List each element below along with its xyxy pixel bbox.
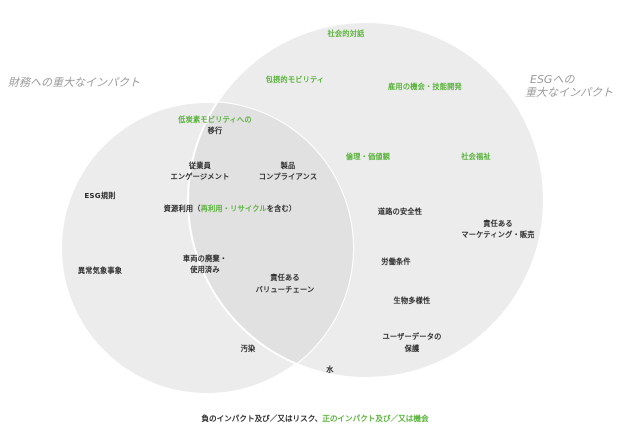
- financial-impact-title: 財務への重大なインパクト: [8, 76, 140, 89]
- vehicle-disposal-label-line1: 車両の廃棄・: [182, 254, 228, 263]
- inclusive-mobility-label: 包摂的モビリティ: [265, 75, 325, 84]
- social-welfare-label: 社会福祉: [461, 152, 491, 161]
- responsible-value-chain-label-line2: バリューチェーン: [255, 285, 315, 294]
- pollution-label: 汚染: [240, 344, 256, 353]
- product-compliance-label-line2: コンプライアンス: [258, 172, 318, 181]
- esg-impact-circle-outline: [187, 102, 353, 379]
- responsible-marketing-label-line1: 責任ある: [483, 219, 513, 228]
- biodiversity-label: 生物多様性: [393, 296, 431, 305]
- legend-positive: 正のインパクト及び／又は機会: [322, 414, 429, 423]
- low-carbon-mobility-label-line2: 移行: [207, 126, 223, 135]
- low-carbon-mobility-label-line1: 低炭素モビリティへの: [178, 115, 252, 124]
- esg-impact-title-line1: ESGへの: [530, 73, 575, 86]
- employee-engagement-label-line1: 従業員: [188, 161, 212, 170]
- esg-impact-title-line2: 重大なインパクト: [525, 86, 613, 99]
- extreme-weather-label: 異常気象事象: [77, 266, 123, 275]
- legend: 負のインパクト及び／又はリスク、正のインパクト及び／又は機会: [0, 413, 630, 424]
- ethics-values-label: 倫理・価値観: [345, 152, 391, 161]
- resource-use-green: 再利用・リサイクル: [200, 204, 267, 213]
- resource-use-prefix: 資源利用（: [163, 204, 201, 213]
- product-compliance-label-line1: 製品: [280, 161, 296, 170]
- esg-regulation-label: ESG規則: [84, 191, 116, 200]
- employment-skills-label: 雇用の機会・技能開発: [388, 82, 462, 91]
- water-label: 水: [326, 365, 334, 374]
- user-data-protection-label-line1: ユーザーデータの: [382, 332, 442, 341]
- vehicle-disposal-label-line2: 使用済み: [190, 265, 220, 274]
- user-data-protection-label-line2: 保護: [404, 344, 420, 353]
- employee-engagement-label-line2: エンゲージメント: [170, 172, 230, 181]
- responsible-marketing-label-line2: マーケティング・販売: [461, 230, 535, 239]
- labor-conditions-label: 労働条件: [381, 257, 411, 266]
- resource-use-suffix: を含む）: [266, 204, 297, 213]
- responsible-value-chain-label-line1: 責任ある: [270, 273, 300, 282]
- resource-use-label: 資源利用（再利用・リサイクルを含む）: [150, 203, 310, 215]
- road-safety-label: 道路の安全性: [377, 207, 423, 216]
- legend-negative: 負のインパクト及び／又はリスク、: [201, 414, 323, 423]
- social-dialogue-label: 社会的対話: [327, 29, 365, 38]
